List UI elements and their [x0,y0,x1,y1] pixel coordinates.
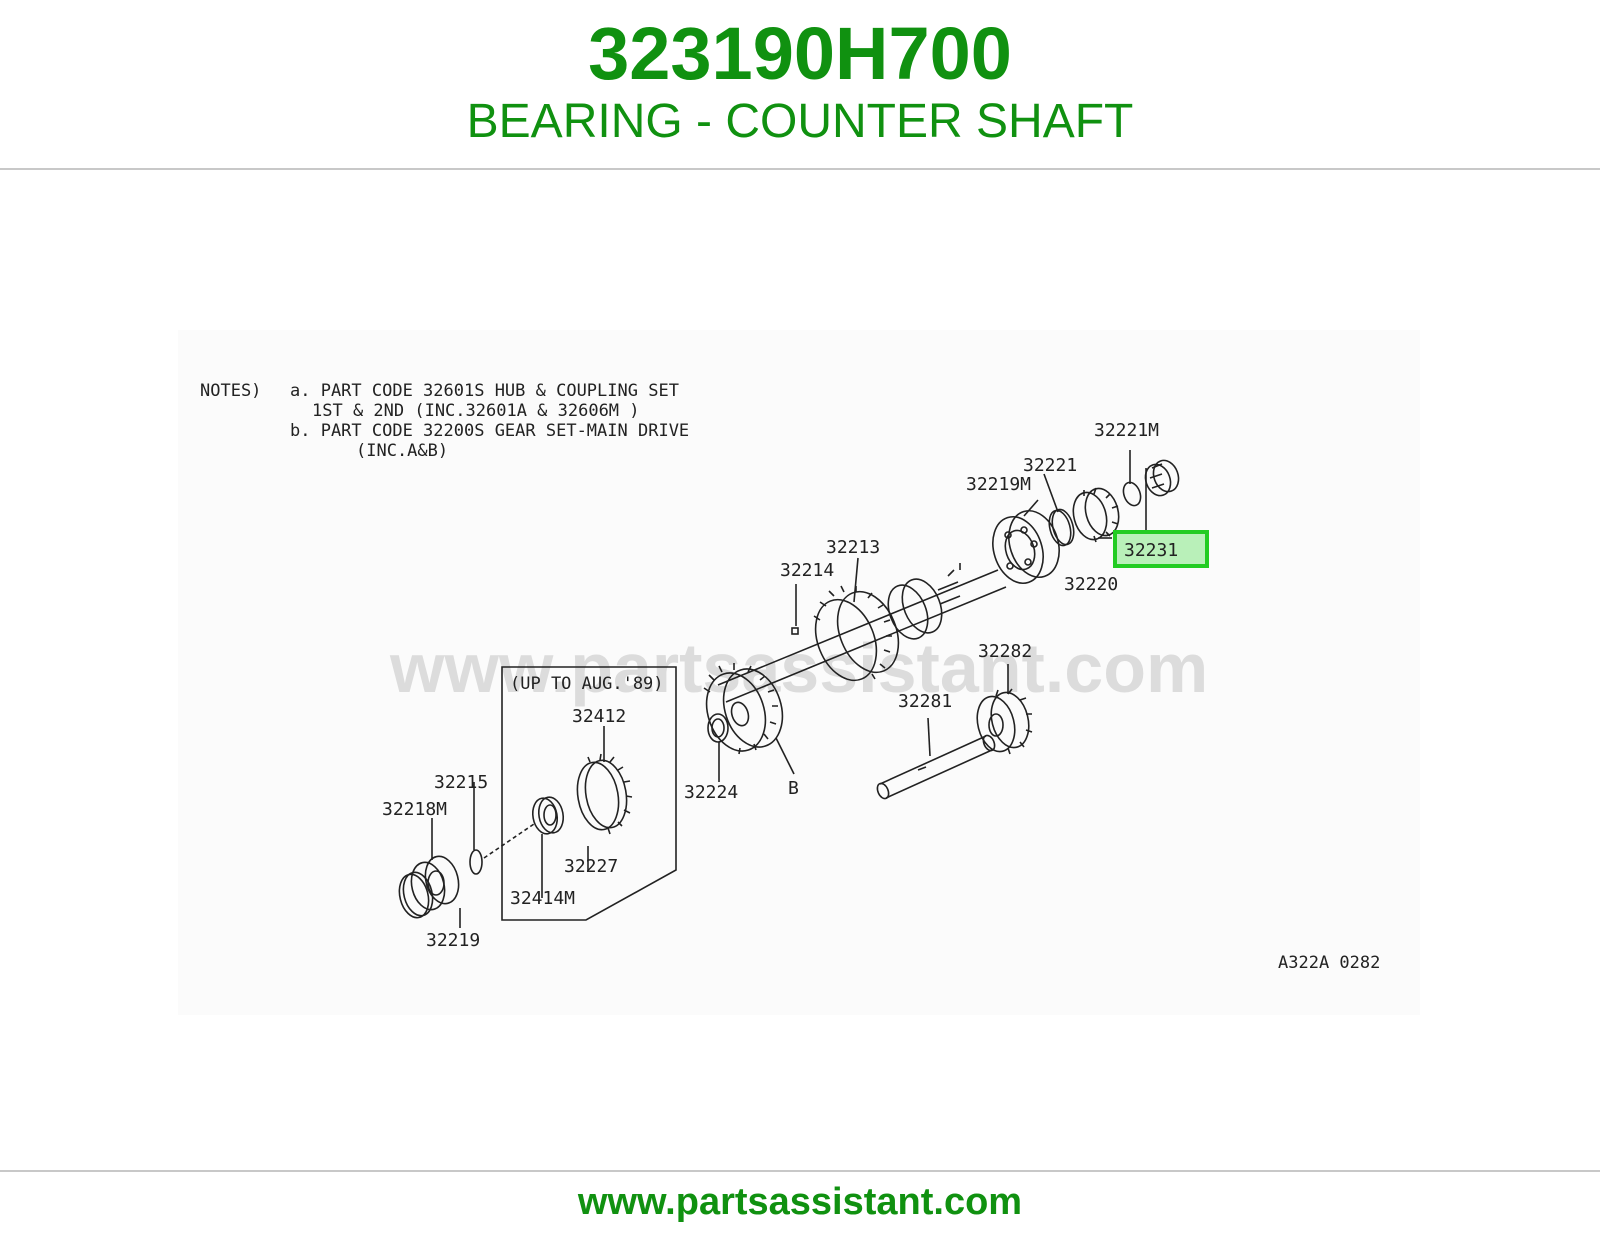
part-drawings [398,450,1180,928]
callout-32227[interactable]: 32227 [564,856,618,877]
callout-32221[interactable]: 32221 [1023,455,1077,476]
callout-32231[interactable]: 32231 [1124,540,1178,561]
counter-shaft-icon [717,569,1007,703]
callout-B[interactable]: B [788,778,799,799]
bearing-32219M-icon [992,510,1060,584]
snap-ring-32221M-icon [1122,481,1142,507]
idler-gear-32282-icon [976,688,1033,755]
gear-32412-icon [576,753,633,835]
highlighted-part-box[interactable] [1113,530,1209,568]
gear-small-icon [887,563,961,640]
figure-code: A322A 0282 [1278,953,1380,973]
footer-site-link[interactable]: www.partsassistant.com [577,1181,1023,1223]
ring-32414M-icon [531,797,559,835]
note-line-a2: 1ST & 2ND (INC.32601A & 32606M ) [312,401,640,421]
callout-32282[interactable]: 32282 [978,641,1032,662]
notes-label: NOTES) [200,381,261,401]
parts-diagram-drawing: NOTES) a. PART CODE 32601S HUB & COUPLIN… [200,381,1380,973]
callout-32224[interactable]: 32224 [684,782,738,803]
inset-title: (UP TO AUG.'89) [510,674,664,694]
part-number-title: 323190H700 [588,12,1012,95]
bearing-32219-icon [410,855,460,911]
gear-32213-icon [813,585,900,682]
callout-32281[interactable]: 32281 [898,691,952,712]
callout-32219[interactable]: 32219 [426,930,480,951]
callout-32220[interactable]: 32220 [1064,574,1118,595]
key-32214-icon [791,627,799,635]
callout-32215[interactable]: 32215 [434,772,488,793]
needle-bearing-32231-icon [1144,459,1180,497]
callout-32213[interactable]: 32213 [826,537,880,558]
callout-32214[interactable]: 32214 [780,560,834,581]
header-divider [0,168,1600,170]
note-line-b2: (INC.A&B) [356,441,448,461]
part-description: BEARING - COUNTER SHAFT [466,95,1134,148]
callout-32218M[interactable]: 32218M [382,799,447,820]
callout-32219M[interactable]: 32219M [966,474,1031,495]
note-line-b: b. PART CODE 32200S GEAR SET-MAIN DRIVE [290,421,689,441]
gear-32220-icon [1072,487,1120,543]
footer-divider [0,1170,1600,1172]
washer-32224-icon [707,713,729,743]
inset-box [501,666,677,921]
callout-32414M[interactable]: 32414M [510,888,575,909]
watermark: www.partsassistant.com [389,629,1208,707]
idler-shaft-32281-icon [876,734,996,800]
callout-32412[interactable]: 32412 [572,706,626,727]
parts-diagram: NOTES) a. PART CODE 32601S HUB & COUPLIN… [178,330,1420,1015]
callout-32221M[interactable]: 32221M [1094,420,1159,441]
snap-ring-32215-icon [469,849,483,875]
note-line-a: a. PART CODE 32601S HUB & COUPLING SET [290,381,679,401]
